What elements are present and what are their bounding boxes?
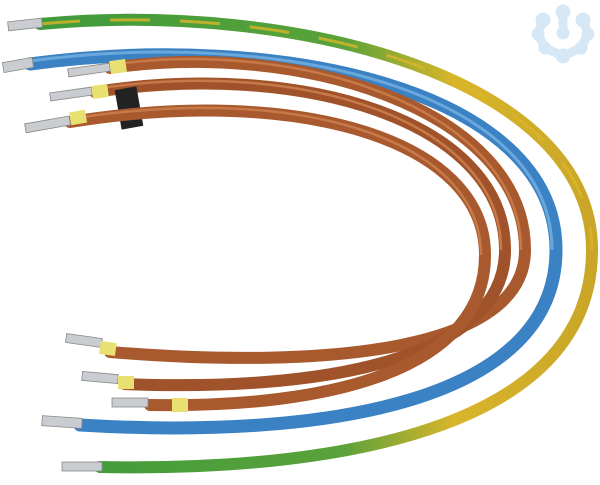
ferrule: [1, 57, 35, 73]
ferrule: [7, 17, 43, 32]
ferrule: [41, 415, 83, 429]
brown-cable-1: [65, 56, 532, 364]
marker-label: [99, 340, 117, 357]
ferrule: [61, 461, 103, 472]
ferrule: [111, 397, 149, 408]
ferrule: [65, 333, 103, 348]
ferrule: [24, 115, 71, 134]
marker-label: [118, 376, 134, 389]
brown-cable-2: [49, 77, 512, 392]
brown-cable-3: [24, 104, 492, 412]
marker-label: [69, 109, 88, 126]
marker-label: [172, 398, 188, 412]
ferrule: [49, 86, 93, 102]
green-yellow-cable: [7, 13, 599, 474]
brand-logo: [531, 4, 595, 64]
ferrule: [67, 62, 111, 78]
marker-label: [109, 58, 127, 75]
ferrule: [81, 371, 119, 384]
marker-label: [91, 83, 109, 100]
